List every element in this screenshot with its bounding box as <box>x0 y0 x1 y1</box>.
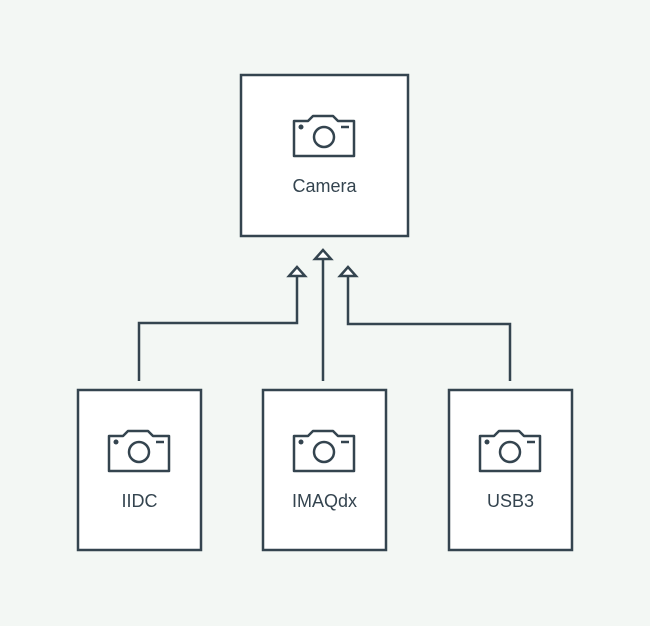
camera-icon <box>292 429 356 473</box>
camera-icon <box>478 429 542 473</box>
node-label: IIDC <box>122 491 158 511</box>
node-label: USB3 <box>487 491 534 511</box>
arrowhead-iidc <box>286 265 308 278</box>
connector-usb3 <box>346 276 512 381</box>
node-iidc[interactable]: IIDC <box>76 388 203 552</box>
node-usb3[interactable]: USB3 <box>447 388 574 552</box>
camera-icon <box>107 429 171 473</box>
camera-icon <box>292 114 356 158</box>
node-imaqdx[interactable]: IMAQdx <box>261 388 388 552</box>
connector-iidc <box>137 276 299 381</box>
node-label: Camera <box>292 176 357 196</box>
node-camera[interactable]: Camera <box>239 73 410 238</box>
arrowhead-imaqdx <box>312 248 334 261</box>
arrowhead-usb3 <box>337 265 359 278</box>
node-label: IMAQdx <box>292 491 357 511</box>
